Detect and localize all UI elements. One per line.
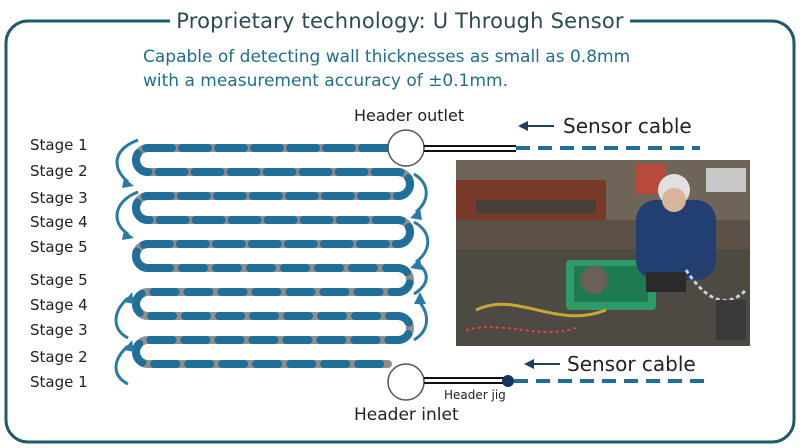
sensor-cable-label-top: Sensor cable	[563, 114, 692, 138]
tube-path-top-blue	[132, 144, 414, 272]
tube-coil-bottom	[132, 264, 414, 368]
description-line-1: Capable of detecting wall thicknesses as…	[143, 47, 631, 67]
stage-label-top-4: Stage 4	[30, 213, 88, 231]
header-inlet-circle	[387, 363, 425, 401]
stage-label-top-5: Stage 5	[30, 238, 88, 256]
flow-arrows-right	[410, 172, 430, 342]
stage-label-bottom-2: Stage 2	[30, 348, 88, 366]
stage-label-bottom-3: Stage 3	[30, 321, 88, 339]
tube-coil-top	[132, 144, 414, 272]
header-jig-label: Header jig	[444, 388, 506, 402]
tube-path-bottom-blue	[132, 264, 414, 368]
description-line-2: with a measurement accuracy of ±0.1mm.	[143, 71, 508, 91]
stage-label-bottom-1: Stage 1	[30, 373, 88, 391]
field-inspection-photo	[456, 160, 750, 346]
tube-path-top	[132, 144, 414, 272]
stage-label-bottom-4: Stage 4	[30, 296, 88, 314]
cable-arrow-top	[518, 121, 554, 131]
header-outlet-label: Header outlet	[354, 106, 465, 125]
flow-arrows-left	[114, 138, 139, 386]
stage-label-top-2: Stage 2	[30, 162, 88, 180]
stage-label-top-1: Stage 1	[30, 136, 88, 154]
stage-label-top-3: Stage 3	[30, 189, 88, 207]
header-outlet-circle	[387, 129, 425, 167]
header-inlet-label: Header inlet	[354, 405, 459, 425]
sensor-cable-label-bottom: Sensor cable	[567, 352, 696, 376]
header-jig-dot	[502, 375, 514, 387]
cable-arrow-bottom	[524, 359, 560, 369]
stage-label-bottom-5: Stage 5	[30, 271, 88, 289]
page-title: Proprietary technology: U Through Sensor	[170, 4, 630, 38]
